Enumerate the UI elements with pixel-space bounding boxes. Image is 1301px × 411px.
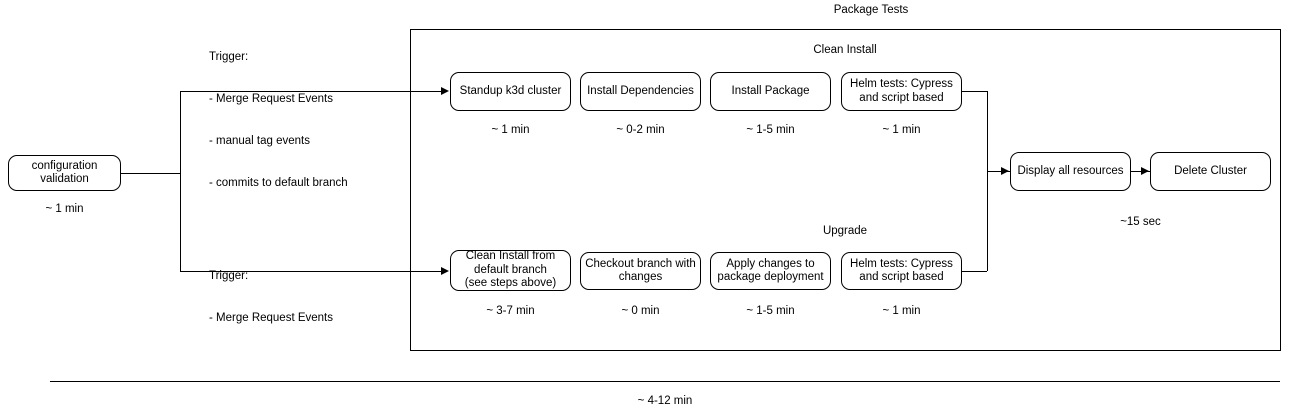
duration-apply-changes-to-package-deployment: ~ 1-5 min <box>746 305 795 317</box>
connector-clean-install-to-merge <box>962 91 987 92</box>
node-helm-tests-clean-install[interactable]: Helm tests: Cypress and script based <box>841 72 962 111</box>
node-delete-cluster-label: Delete Cluster <box>1174 164 1247 177</box>
node-apply-changes-to-package-deployment[interactable]: Apply changes to package deployment <box>710 252 831 290</box>
node-checkout-branch-with-changes-line1: Checkout branch with <box>585 257 696 270</box>
trigger-clean-install-item-2: - commits to default branch <box>209 177 348 189</box>
duration-standup-k3d-cluster: ~ 1 min <box>491 124 530 136</box>
lane-title-upgrade: Upgrade <box>822 225 868 237</box>
node-helm-tests-upgrade-line1: Helm tests: Cypress <box>850 257 953 270</box>
node-delete-cluster[interactable]: Delete Cluster <box>1150 152 1271 191</box>
trigger-upgrade: Trigger: - Merge Request Events <box>209 241 409 353</box>
node-helm-tests-upgrade-line2: and script based <box>859 271 944 283</box>
duration-helm-tests-clean-install: ~ 1 min <box>882 124 921 136</box>
node-install-package[interactable]: Install Package <box>710 72 831 111</box>
node-standup-k3d-cluster[interactable]: Standup k3d cluster <box>450 72 571 111</box>
node-standup-k3d-cluster-line1: Standup k3d cluster <box>459 84 562 97</box>
trigger-clean-install-heading: Trigger: <box>209 51 249 63</box>
arrowhead-clean-install-entry <box>441 87 449 95</box>
trigger-upgrade-heading: Trigger: <box>209 270 249 282</box>
arrowhead-upgrade-entry <box>441 267 449 275</box>
node-install-dependencies-line1: Install Dependencies <box>587 84 694 97</box>
node-apply-changes-to-package-deployment-line2: package deployment <box>717 271 824 283</box>
node-helm-tests-upgrade[interactable]: Helm tests: Cypress and script based <box>841 252 962 290</box>
connector-start-to-bus <box>121 173 180 174</box>
duration-install-package: ~ 1-5 min <box>746 124 795 136</box>
arrowhead-delete-cluster-entry <box>1141 167 1149 175</box>
total-duration-label: ~ 4-12 min <box>637 395 693 407</box>
node-helm-tests-clean-install-line2: and script based <box>859 91 944 104</box>
connector-merge-bus <box>987 91 988 271</box>
node-checkout-branch-with-changes[interactable]: Checkout branch with changes <box>580 252 701 290</box>
package-tests-container <box>410 29 1281 351</box>
node-display-all-resources-label: Display all resources <box>1017 164 1124 177</box>
node-configuration-validation[interactable]: configuration validation <box>8 155 121 191</box>
diagram-title: Package Tests <box>833 4 909 16</box>
node-configuration-validation-line2: validation <box>40 173 89 185</box>
duration-checkout-branch-with-changes: ~ 0 min <box>621 305 660 317</box>
arrowhead-display-resources-entry <box>1001 167 1009 175</box>
connector-bus-to-clean-install <box>180 91 442 92</box>
node-configuration-validation-line1: configuration <box>31 159 98 172</box>
trigger-clean-install-item-1: - manual tag events <box>209 135 311 147</box>
node-helm-tests-clean-install-line1: Helm tests: Cypress <box>850 78 953 90</box>
duration-helm-tests-upgrade: ~ 1 min <box>882 305 921 317</box>
node-clean-install-from-default-branch-line3: (see steps above) <box>464 277 557 290</box>
duration-configuration-validation: ~ 1 min <box>45 203 84 215</box>
connector-merge-to-display-resources <box>987 171 1011 172</box>
duration-clean-install-from-default-branch: ~ 3-7 min <box>486 305 535 317</box>
node-clean-install-from-default-branch[interactable]: Clean Install from default branch (see s… <box>450 250 571 291</box>
connector-display-resources-to-delete-cluster <box>1131 171 1150 172</box>
duration-install-dependencies: ~ 0-2 min <box>616 124 665 136</box>
node-clean-install-from-default-branch-line1: Clean Install from <box>465 250 556 263</box>
duration-teardown: ~15 sec <box>1120 216 1161 228</box>
trigger-clean-install-item-0: - Merge Request Events <box>209 93 334 105</box>
trigger-upgrade-item-0: - Merge Request Events <box>209 312 334 324</box>
connector-bus-to-upgrade <box>180 271 442 272</box>
node-apply-changes-to-package-deployment-line1: Apply changes to <box>726 257 815 270</box>
connector-split-bus <box>180 91 181 271</box>
connector-upgrade-to-merge <box>962 271 987 272</box>
trigger-clean-install: Trigger: - Merge Request Events - manual… <box>209 22 409 218</box>
node-install-dependencies[interactable]: Install Dependencies <box>580 72 701 111</box>
node-checkout-branch-with-changes-line2: changes <box>618 271 663 283</box>
lane-title-clean-install: Clean Install <box>813 44 877 56</box>
total-duration-rule <box>50 381 1280 382</box>
node-install-package-line1: Install Package <box>731 84 810 97</box>
node-display-all-resources[interactable]: Display all resources <box>1010 152 1131 191</box>
node-clean-install-from-default-branch-line2: default branch <box>474 263 547 276</box>
